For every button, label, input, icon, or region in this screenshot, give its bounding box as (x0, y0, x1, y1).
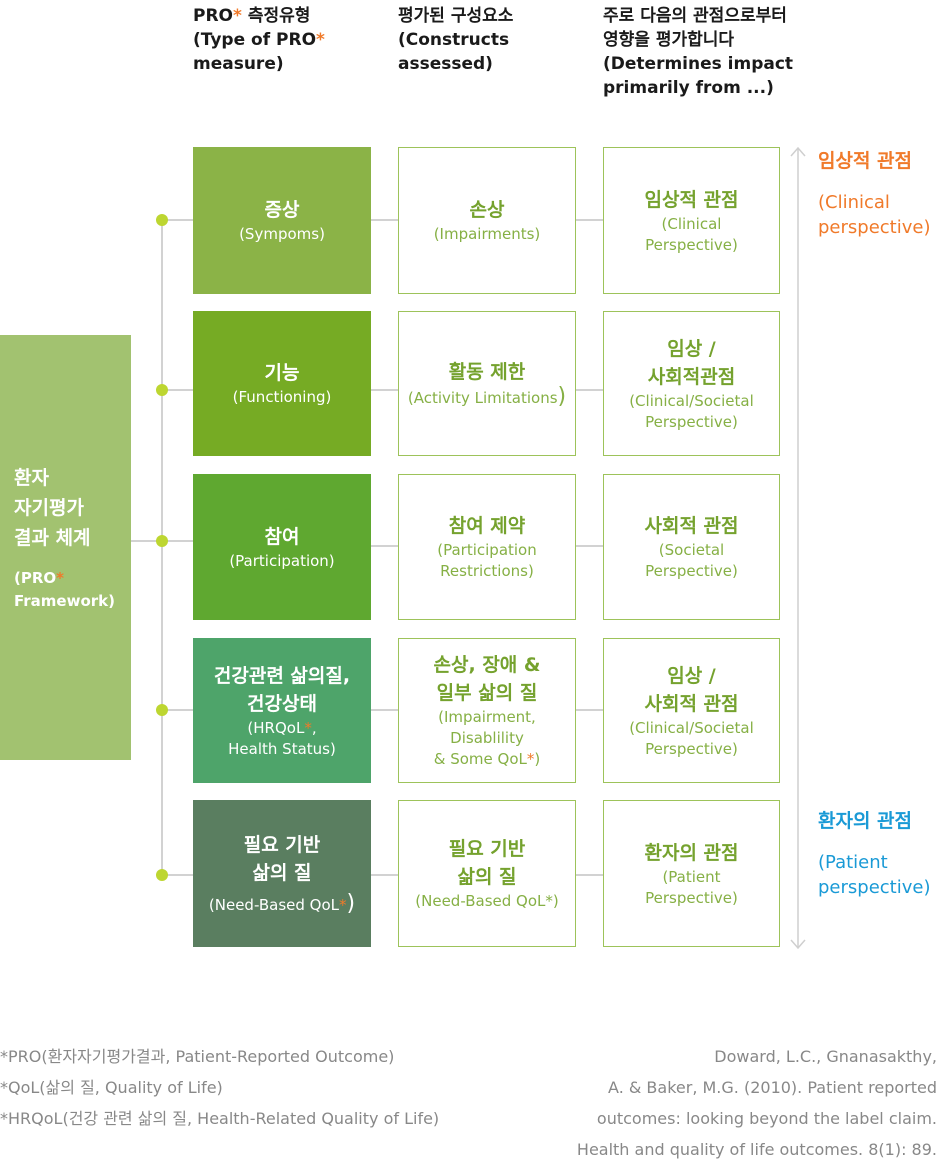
row-1-link-a (371, 219, 398, 221)
branch-line-3 (162, 540, 193, 542)
construct-box-impairment-disability: 손상, 장애 & 일부 삶의 질 (Impairment, Disablilit… (398, 638, 576, 783)
root-title: 환자 자기평가 결과 체계 (14, 467, 91, 549)
perspective-range-arrow (790, 146, 806, 950)
branch-dot-4 (156, 704, 168, 716)
row-2-link-b (576, 389, 603, 391)
construct-box-activity-limitations: 활동 제한 (Activity Limitations) (398, 311, 576, 456)
row-2-link-a (371, 389, 398, 391)
branch-dot-1 (156, 214, 168, 226)
branch-dot-2 (156, 384, 168, 396)
side-label-patient: 환자의 관점 (Patient perspective) (818, 810, 931, 898)
construct-box-need-based-qol: 필요 기반 삶의 질 (Need-Based QoL*) (398, 800, 576, 947)
construct-box-impairments: 손상 (Impairments) (398, 147, 576, 294)
type-box-need-based-qol: 필요 기반 삶의 질 (Need-Based QoL*) (193, 800, 371, 947)
row-1-link-b (576, 219, 603, 221)
branch-line-1 (162, 219, 193, 221)
header-constructs: 평가된 구성요소 (Constructs assessed) (398, 6, 514, 74)
row-3-link-b (576, 545, 603, 547)
branch-line-5 (162, 874, 193, 876)
row-3-link-a (371, 545, 398, 547)
header-type: PRO* 측정유형 (Type of PRO* measure) (193, 6, 325, 74)
row-5-link-a (371, 874, 398, 876)
impact-box-societal: 사회적 관점 (Societal Perspective) (603, 474, 780, 620)
type-box-symptoms: 증상 (Sympoms) (193, 147, 371, 294)
side-label-clinical: 임상적 관점 (Clinical perspective) (818, 150, 931, 238)
row-5-link-b (576, 874, 603, 876)
row-4-link-b (576, 709, 603, 711)
root-subtitle: (PRO* Framework) (14, 569, 116, 610)
construct-box-participation-restrictions: 참여 제약 (Participation Restrictions) (398, 474, 576, 620)
header-impact: 주로 다음의 관점으로부터 영향을 평가합니다 (Determines impa… (603, 6, 794, 98)
branch-line-2 (162, 389, 193, 391)
type-box-hrqol: 건강관련 삶의질, 건강상태 (HRQoL*, Health Status) (193, 638, 371, 783)
root-pro-framework: 환자 자기평가 결과 체계 (PRO* Framework) (0, 335, 131, 760)
impact-box-clinical: 임상적 관점 (Clinical Perspective) (603, 147, 780, 294)
footnotes: *PRO(환자자기평가결과, Patient-Reported Outcome)… (0, 1047, 440, 1128)
root-connector (131, 540, 162, 542)
type-box-functioning: 기능 (Functioning) (193, 311, 371, 456)
citation: Doward, L.C., Gnanasakthy, A. & Baker, M… (576, 1047, 937, 1159)
impact-box-clinical-societal-1: 임상 / 사회적관점 (Clinical/Societal Perspectiv… (603, 311, 780, 456)
branch-dot-5 (156, 869, 168, 881)
row-4-link-a (371, 709, 398, 711)
impact-box-clinical-societal-2: 임상 / 사회적 관점 (Clinical/Societal Perspecti… (603, 638, 780, 783)
tree-trunk (161, 220, 163, 875)
impact-box-patient: 환자의 관점 (Patient Perspective) (603, 800, 780, 947)
branch-line-4 (162, 709, 193, 711)
type-box-participation: 참여 (Participation) (193, 474, 371, 620)
branch-dot-3 (156, 535, 168, 547)
